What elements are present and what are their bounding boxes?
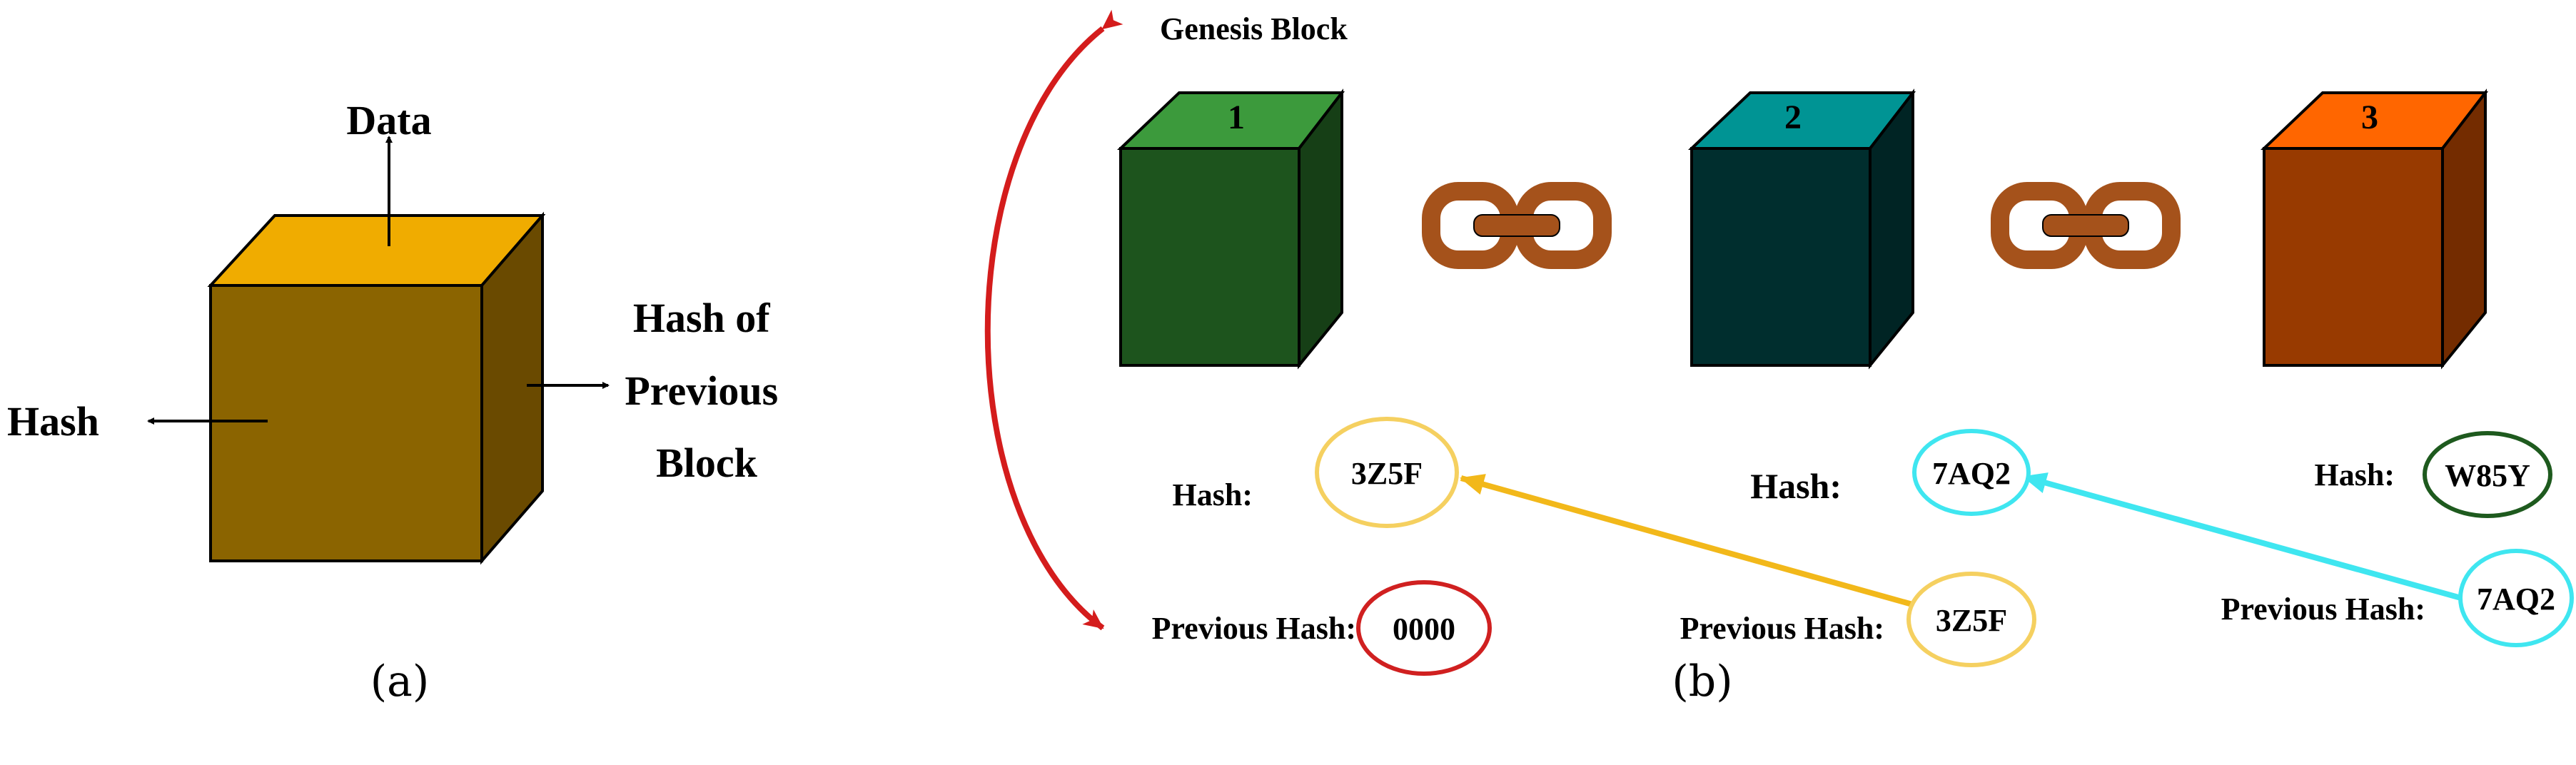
block-3-front — [2263, 147, 2444, 367]
hash-value-ellipse-1 — [1315, 417, 1459, 528]
previous-hash-value-3: 7AQ2 — [2477, 582, 2555, 617]
previous-hash-label: Hash of Previous Block — [625, 295, 788, 486]
data-label: Data — [346, 97, 431, 143]
panel-b: Genesis Block 1 2 3 — [984, 9, 2574, 706]
previous-hash-ellipse-2 — [1906, 572, 2036, 667]
genesis-arrow — [984, 9, 1123, 631]
hash-label: Hash — [7, 398, 99, 445]
hash-label-2: Hash: — [1750, 466, 1842, 506]
previous-hash-ellipse-3 — [2458, 549, 2574, 647]
block-2: 2 — [1687, 88, 1916, 370]
chain-link-icon — [1431, 191, 1602, 260]
cube-a-front — [209, 284, 483, 562]
hash-value-3: W85Y — [2445, 458, 2530, 493]
hash-link-arrow-2 — [2022, 472, 2463, 601]
genesis-block-label: Genesis Block — [1160, 11, 1348, 46]
previous-hash-ellipse-1 — [1356, 580, 1492, 676]
previous-hash-value-1: 0000 — [1393, 612, 1455, 647]
block-1-front — [1119, 147, 1300, 367]
hash-label-3: Hash: — [2315, 457, 2395, 492]
hash-link-arrow-1 — [1460, 474, 1921, 609]
previous-hash-value-2: 3Z5F — [1936, 603, 2007, 638]
block-2-number: 2 — [1784, 98, 1802, 136]
hash-value-ellipse-3 — [2423, 431, 2552, 518]
panel-a: Data Hash Hash of Previous Block (a) — [7, 97, 788, 706]
single-block-cube — [207, 211, 546, 565]
previous-hash-label-1: Previous Hash: — [1152, 611, 1356, 646]
block-3: 3 — [2260, 88, 2489, 370]
previous-hash-label-2: Previous Hash: — [1680, 611, 1884, 646]
block-3-number: 3 — [2361, 98, 2378, 136]
hash-value-ellipse-2 — [1912, 429, 2031, 516]
hash-value-2: 7AQ2 — [1932, 456, 2011, 491]
chain-link-icon — [2000, 191, 2171, 260]
hash-value-1: 3Z5F — [1351, 456, 1423, 491]
block-1-number: 1 — [1228, 98, 1245, 136]
previous-hash-label-3: Previous Hash: — [2221, 592, 2425, 627]
block-2-front — [1690, 147, 1872, 367]
block-1: 1 — [1116, 88, 1345, 370]
caption-a: (a) — [370, 657, 430, 706]
caption-b: (b) — [1672, 657, 1732, 706]
hash-label-1: Hash: — [1173, 477, 1253, 512]
